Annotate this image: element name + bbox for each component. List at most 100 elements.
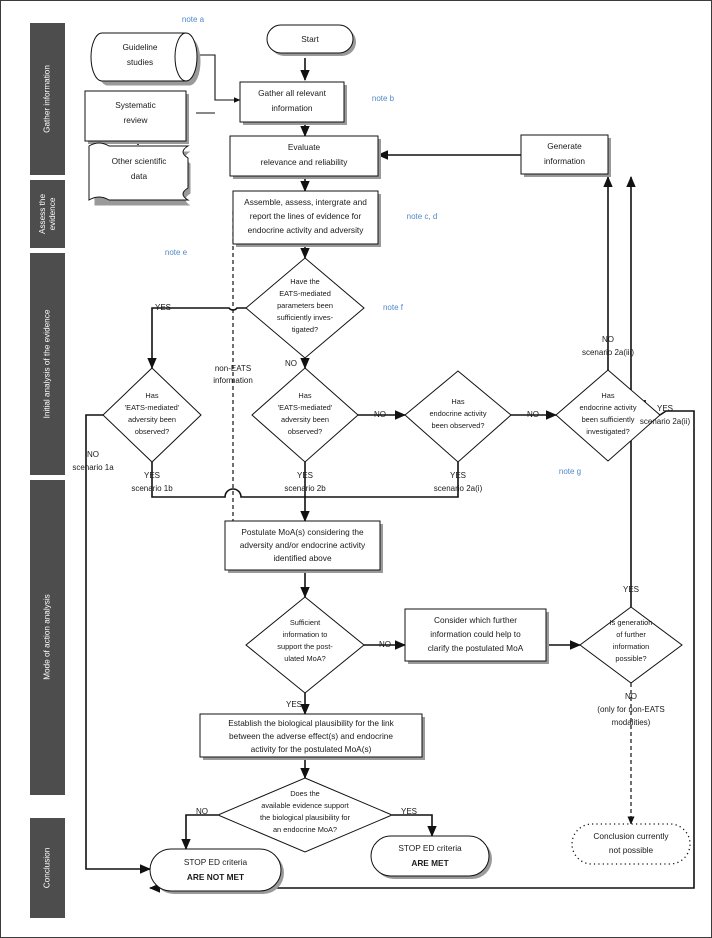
node-assemble-assess: Assemble, assess, intergrate and report … (232, 190, 381, 247)
note-g-label: note g (559, 467, 581, 476)
phase-band-label: Assess the (38, 194, 47, 234)
edge-evidence-yes-to-stop-met (392, 814, 437, 837)
node-label: Postulate MoA(s) considering the (241, 527, 364, 537)
edge-label-yes-2ai-line2: scenario 2a(i) (434, 484, 483, 493)
node-label: tigated? (292, 325, 318, 334)
node-label: Consider which further (434, 615, 517, 625)
node-label: adversity been (128, 415, 176, 424)
edge-label-no-2aiii-line1: NO (602, 335, 614, 344)
node-label: been observed? (431, 421, 484, 430)
node-gather-all-information: Gather all relevant information (239, 81, 347, 125)
node-label: investigated? (586, 427, 630, 436)
node-label: available evidence support (261, 801, 349, 810)
edge-label-no-generation-l2: (only for non-EATS (597, 705, 664, 714)
edge-evidence-no-to-stop-not-met (181, 814, 218, 850)
node-endocrine-activity-investigated: Has endocrine activity been sufficiently… (555, 369, 661, 462)
edge-label-no-activity-observed: NO (527, 410, 539, 419)
node-label: Has (145, 391, 158, 400)
phase-band-label: Mode of action analysis (43, 594, 52, 680)
edge-label-no-1a-line1: NO (87, 450, 99, 459)
phase-band-label: Initial analysis of the evidence (43, 309, 52, 418)
edge-label-yes-1b-line2: scenario 1b (131, 484, 173, 493)
node-label: support the post- (277, 642, 333, 651)
node-label: Has (298, 391, 311, 400)
node-label: STOP ED criteria (398, 843, 462, 853)
node-label: Has (601, 391, 614, 400)
edge-label-yes-2b-line1: YES (297, 471, 313, 480)
edge-label-no-2aiii-line2: scenario 2a(iii) (582, 348, 634, 357)
phase-band-gather-information: Gather information (30, 23, 65, 175)
node-label: information to (283, 630, 328, 639)
node-label: clarify the postulated MoA (428, 643, 524, 653)
node-label: endocrine activity (429, 409, 486, 418)
node-label: identified above (273, 553, 332, 563)
edge-label-no-generation-l1: NO (625, 692, 637, 701)
node-label: information (271, 103, 312, 113)
node-label: Gather all relevant (258, 88, 326, 98)
node-label: between the adverse effect(s) and endocr… (229, 731, 393, 741)
node-generate-information: Generate information (520, 134, 611, 177)
edge-scenario-1a-to-stop-not-met (85, 414, 151, 874)
node-label: observed? (135, 427, 170, 436)
edge-label-no-evidence: NO (196, 807, 208, 816)
phase-band-moa-analysis: Mode of action analysis (30, 480, 65, 795)
node-label: report the lines of evidence for (250, 211, 362, 221)
phase-band-initial-analysis: Initial analysis of the evidence (30, 253, 65, 475)
node-label: observed? (288, 427, 323, 436)
node-evaluate-relevance: Evaluate relevance and reliability (229, 135, 381, 179)
node-label: information could help to (430, 629, 521, 639)
node-does-evidence-support: Does the available evidence support the … (216, 777, 394, 853)
node-establish-plausibility: Establish the biological plausibility fo… (199, 713, 425, 760)
node-label: 'EATS-mediated' (278, 403, 333, 412)
note-a-label: note a (182, 15, 205, 24)
node-label: adversity been (281, 415, 329, 424)
node-label: review (124, 115, 149, 125)
edge-label-yes-2aii-line2: scenario 2a(ii) (640, 417, 691, 426)
node-other-scientific-data: Other scientific data (88, 142, 191, 206)
edge-guideline-to-gather (196, 54, 241, 103)
node-label: endocrine activity and adversity (248, 225, 365, 235)
edge-label-yes-1b-line1: YES (144, 471, 160, 480)
edge-scenario-1b-to-postulate (151, 462, 310, 522)
node-sufficient-information: Sufficient information to support the po… (245, 596, 365, 694)
note-e-label: note e (165, 248, 188, 257)
node-stop-criteria-are-not-met: STOP ED criteria ARE NOT MET (149, 848, 284, 894)
node-label: sufficiently inves- (277, 313, 334, 322)
node-label: STOP ED criteria (184, 857, 248, 867)
edge-label-yes-sufficient: YES (286, 700, 302, 709)
node-label: Conclusion currently (593, 831, 669, 841)
edge-label-yes-generation: YES (623, 585, 639, 594)
edge-label-no-eats: NO (285, 359, 297, 368)
phase-band-label: Gather information (43, 65, 52, 133)
edge-label-yes-evidence: YES (401, 807, 417, 816)
node-label: Establish the biological plausibility fo… (228, 718, 394, 728)
node-label: 'EATS-mediated' (125, 403, 180, 412)
node-label: Sufficient (290, 618, 320, 627)
edge-label-yes-2ai-line1: YES (450, 471, 466, 480)
node-label: information (613, 642, 650, 651)
node-label: Assemble, assess, intergrate and (244, 197, 367, 207)
edge-label-yes-eats: YES (155, 303, 171, 312)
node-label: of further (616, 630, 646, 639)
phase-band-label-2: evidence (48, 197, 57, 230)
node-label: data (131, 171, 148, 181)
node-label: ulated MoA? (284, 654, 326, 663)
node-label: not possible (609, 845, 654, 855)
node-label: Guideline (122, 42, 157, 52)
edge-label-yes-2aii-line1: YES (657, 404, 673, 413)
node-label: an endocrine MoA? (273, 825, 337, 834)
node-label: information (544, 156, 585, 166)
node-label: Has (451, 397, 464, 406)
node-label: Systematic (115, 100, 156, 110)
node-label: adversity and/or endocrine activity (240, 540, 366, 550)
node-endocrine-activity-observed: Has endocrine activity been observed? (404, 370, 512, 463)
node-eats-adversity-mid: Has 'EATS-mediated' adversity been obser… (251, 367, 359, 463)
edge-eats-yes-to-left-diamond (147, 307, 246, 369)
node-label: Is generation (610, 618, 653, 627)
edge-label-non-eats-1: non-EATS (215, 364, 251, 373)
node-postulate-moa: Postulate MoA(s) considering the adversi… (224, 520, 383, 573)
edge-scenario-2ai-to-postulate (305, 462, 459, 498)
node-label: Does the (290, 789, 320, 798)
